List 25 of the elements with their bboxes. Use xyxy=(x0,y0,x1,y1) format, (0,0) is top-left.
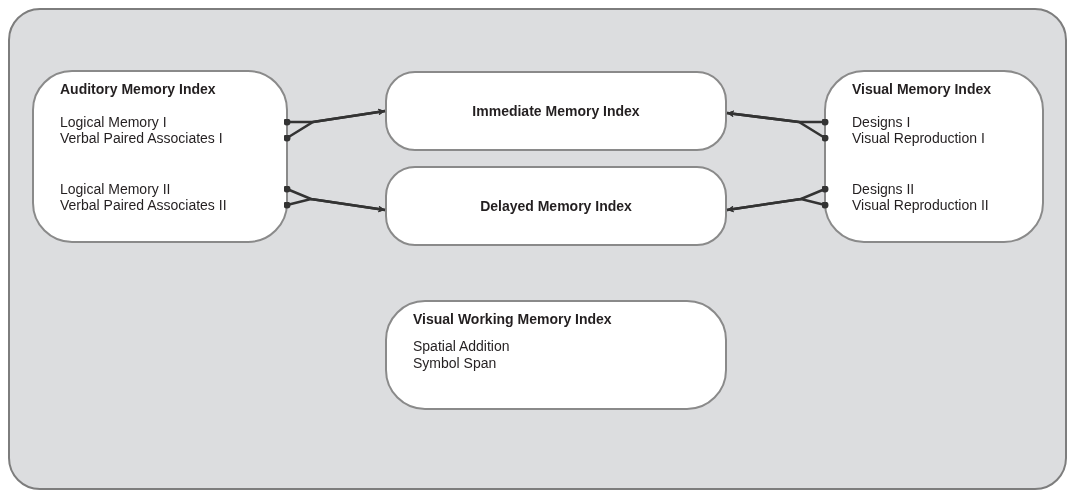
index-box xyxy=(824,70,1044,243)
arrow xyxy=(726,197,829,213)
subtest-label: Verbal Paired Associates II xyxy=(60,197,227,214)
subtest-label: Symbol Span xyxy=(413,355,497,372)
index-heading: Visual Working Memory Index xyxy=(413,311,612,328)
panel-background xyxy=(8,8,1067,490)
index-heading: Immediate Memory Index xyxy=(472,101,640,121)
index-heading: Visual Memory Index xyxy=(852,81,991,98)
subtest-label: Visual Reproduction II xyxy=(852,197,989,214)
index-heading: Auditory Memory Index xyxy=(60,81,216,98)
subtest-label: Designs II xyxy=(852,181,915,198)
arrow xyxy=(726,110,829,142)
index-box xyxy=(32,70,288,243)
index-heading: Delayed Memory Index xyxy=(480,196,632,216)
subtest-label: Logical Memory II xyxy=(60,181,171,198)
arrow xyxy=(283,108,386,142)
arrow xyxy=(283,197,386,213)
subtest-label: Verbal Paired Associates I xyxy=(60,130,223,147)
index-box xyxy=(385,166,727,246)
subtest-label: Designs I xyxy=(852,114,911,131)
subtest-label: Spatial Addition xyxy=(413,338,510,355)
subtest-label: Visual Reproduction I xyxy=(852,130,985,147)
index-box xyxy=(385,300,727,410)
index-box xyxy=(385,71,727,151)
subtest-label: Logical Memory I xyxy=(60,114,167,131)
